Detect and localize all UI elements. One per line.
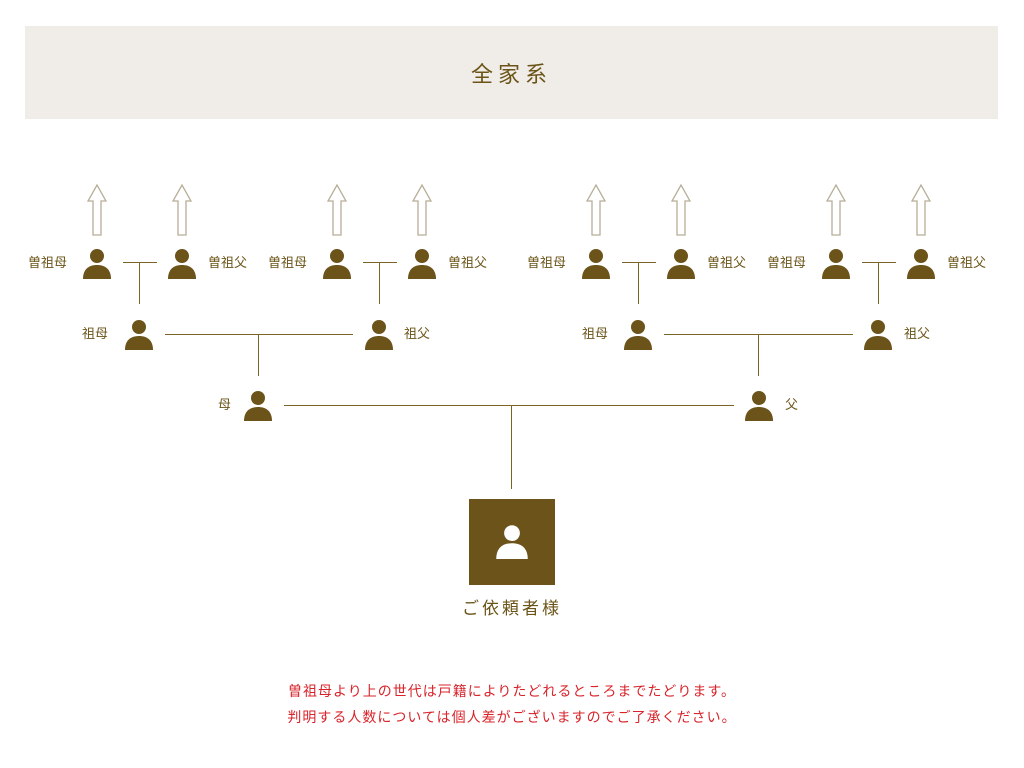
arrow-up-icon — [87, 184, 107, 236]
connector-line — [511, 405, 513, 489]
person-icon — [408, 249, 436, 279]
person-icon — [822, 249, 850, 279]
header-banner: 全家系 — [25, 26, 998, 119]
page-title: 全家系 — [470, 63, 552, 88]
person-icon — [168, 249, 196, 279]
person-icon — [582, 249, 610, 279]
note-line-1: 曽祖母より上の世代は戸籍によりたどれるところまでたどります。 — [287, 684, 737, 700]
person-icon — [244, 391, 272, 421]
arrow-up-icon — [412, 184, 432, 236]
arrow-up-icon — [586, 184, 606, 236]
connector-line — [758, 334, 760, 376]
person-icon — [323, 249, 351, 279]
great-grandmother-label: 曽祖母 — [268, 256, 308, 271]
arrow-up-icon — [826, 184, 846, 236]
connector-line — [284, 405, 734, 407]
connector-line — [258, 334, 260, 376]
note-line-2: 判明する人数については個人差がございますのでご了承ください。 — [287, 710, 737, 726]
person-icon — [365, 320, 393, 350]
self-label: ご依頼者様 — [462, 599, 562, 619]
father-label: 父 — [785, 398, 799, 413]
grandfather-label: 祖父 — [404, 327, 431, 342]
person-icon — [624, 320, 652, 350]
connector-line — [379, 262, 381, 304]
arrow-up-icon — [172, 184, 192, 236]
great-grandfather-label: 曽祖父 — [707, 256, 747, 271]
self-node — [469, 499, 555, 585]
mother-label: 母 — [218, 398, 232, 413]
person-icon — [667, 249, 695, 279]
arrow-up-icon — [671, 184, 691, 236]
person-icon — [496, 525, 528, 559]
arrow-up-icon — [911, 184, 931, 236]
great-grandmother-label: 曽祖母 — [28, 256, 68, 271]
connector-line — [878, 262, 880, 304]
connector-line — [638, 262, 640, 304]
person-icon — [745, 391, 773, 421]
grandmother-label: 祖母 — [82, 327, 109, 342]
person-icon — [907, 249, 935, 279]
great-grandmother-label: 曽祖母 — [527, 256, 567, 271]
person-icon — [125, 320, 153, 350]
connector-line — [139, 262, 141, 304]
great-grandfather-label: 曽祖父 — [448, 256, 488, 271]
great-grandfather-label: 曽祖父 — [947, 256, 987, 271]
great-grandmother-label: 曽祖母 — [767, 256, 807, 271]
person-icon — [864, 320, 892, 350]
person-icon — [83, 249, 111, 279]
grandfather-label: 祖父 — [904, 327, 931, 342]
arrow-up-icon — [327, 184, 347, 236]
grandmother-label: 祖母 — [582, 327, 609, 342]
great-grandfather-label: 曽祖父 — [208, 256, 248, 271]
